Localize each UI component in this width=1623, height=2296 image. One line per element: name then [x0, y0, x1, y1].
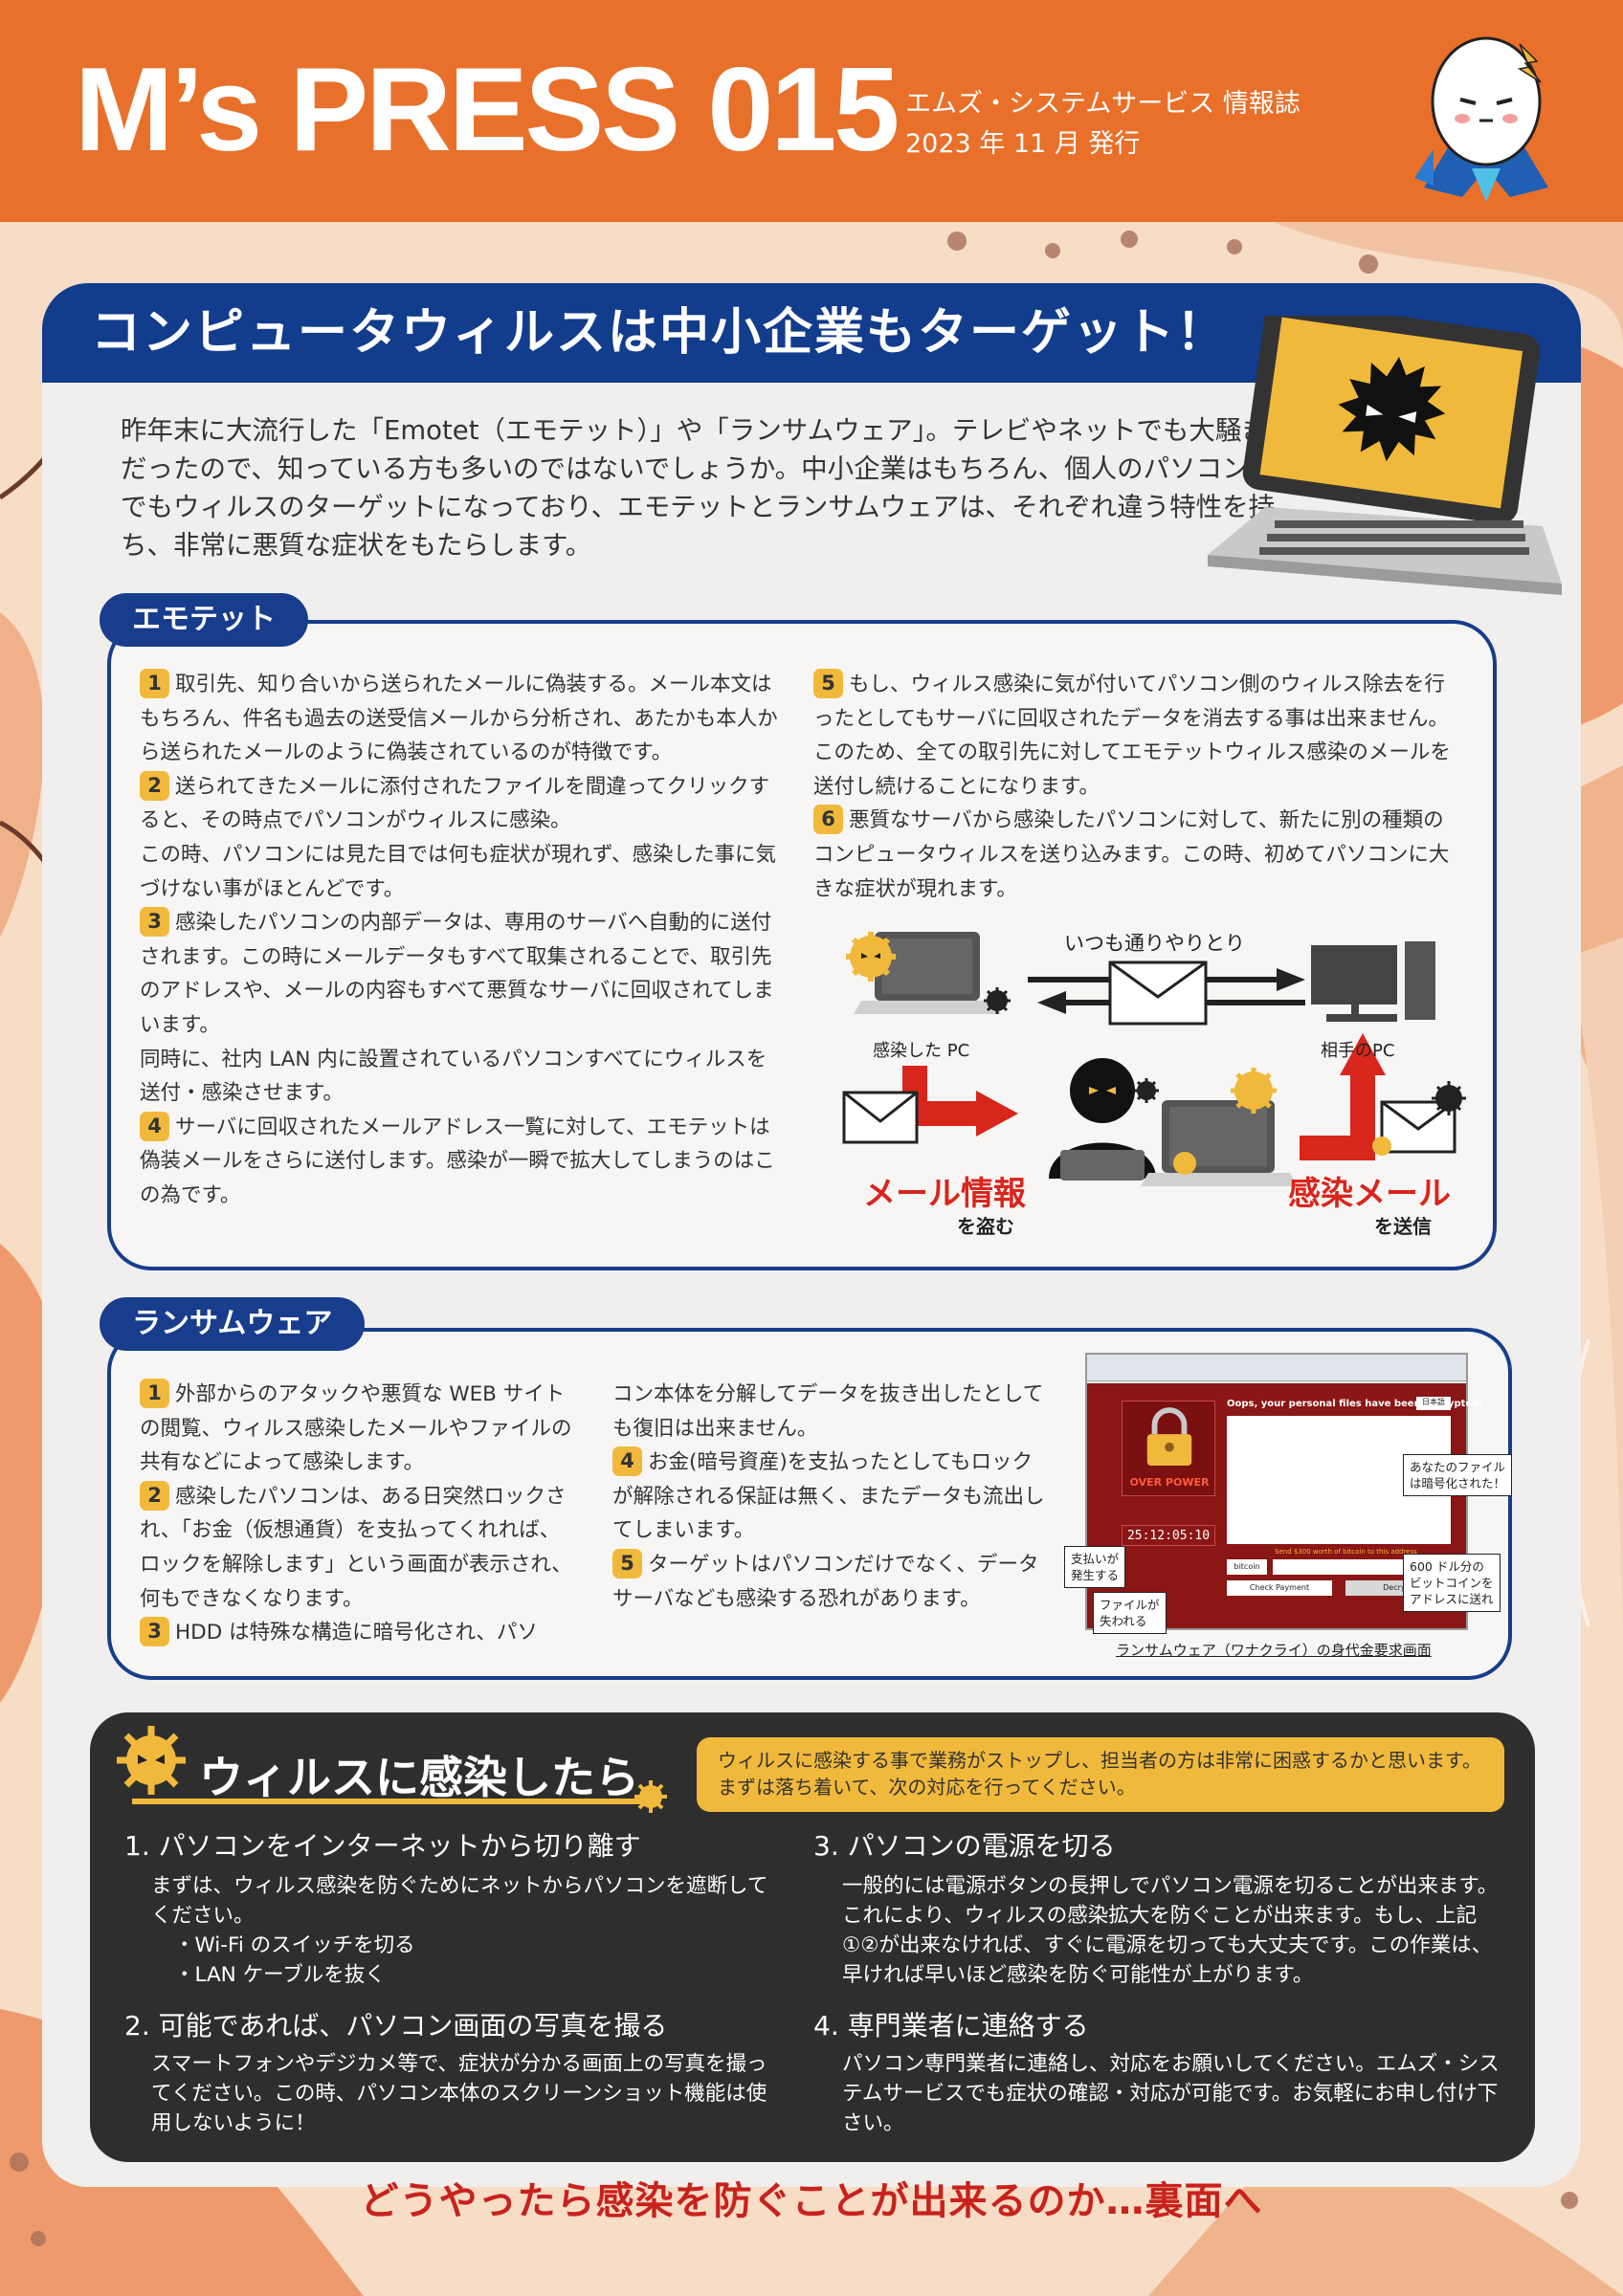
step-1-heading: 1. パソコンをインターネットから切り離す — [124, 1830, 641, 1862]
emotet-item-2-note: この時、パソコンには見た目では何も症状が現れず、感染した事に気づけない事がほとん… — [140, 842, 776, 901]
ransom-timer: 25:12:05:10 — [1122, 1525, 1215, 1546]
publisher-line: エムズ・システムサービス 情報誌 — [905, 89, 1301, 119]
virus-icon — [117, 1726, 186, 1795]
intro-text: 昨年末に大流行した「Emotet（エモテット）」や「ランサムウェア」。テレビやネ… — [121, 415, 1276, 561]
normal-exchange-label: いつも通りやりとり — [1064, 932, 1245, 955]
masthead: M’s PRESS 015 エムズ・システムサービス 情報誌 2023 年 11… — [0, 0, 1623, 222]
item-number-badge: 6 — [813, 805, 843, 835]
ransom-headline: Oops, your personal files have been encr… — [1227, 1399, 1483, 1409]
emotet-illustration — [842, 932, 1466, 1186]
item-number-badge: 5 — [813, 669, 843, 698]
item-number-badge: 1 — [140, 1379, 169, 1408]
masthead-title: M’s PRESS 015 — [75, 44, 900, 176]
virus-icon — [846, 932, 896, 982]
item-number-badge: 3 — [140, 1617, 169, 1647]
partner-pc-icon — [1311, 941, 1435, 1022]
callout-encrypted: あなたのファイル は暗号化された！ — [1403, 1454, 1513, 1496]
browser-toolbar — [1087, 1355, 1466, 1381]
masthead-subtitle: エムズ・システムサービス 情報誌 2023 年 11 月 発行 — [905, 84, 1301, 165]
item-number-badge: 1 — [140, 669, 169, 698]
check-payment-button[interactable]: Check Payment — [1227, 1580, 1332, 1596]
item-number-badge: 5 — [612, 1548, 642, 1578]
bitcoin-badge: bitcoin — [1227, 1559, 1267, 1575]
send-infected-title: 感染メール — [1288, 1175, 1451, 1213]
step-2-heading: 2. 可能であれば、パソコン画面の写真を撮る — [124, 2010, 668, 2042]
ransom-screen-caption: ランサムウェア（ワナクライ）の身代金要求画面 — [1116, 1642, 1432, 1659]
bitcoin-send-label: Send $300 worth of bitcoin to this addre… — [1275, 1548, 1417, 1556]
envelope-icon — [1108, 960, 1208, 1026]
item-number-badge: 2 — [140, 770, 169, 801]
steal-info-title: メール情報 — [863, 1175, 1026, 1213]
title-underline — [132, 1799, 649, 1804]
infected-title: ウィルスに感染したら — [199, 1752, 639, 1803]
red-arrow-icon — [1300, 1071, 1375, 1160]
infected-pc-icon — [854, 932, 1001, 1014]
emotet-item-3-note: 同時に、社内 LAN 内に設置されているパソコンすべてにウィルスを送付・感染させ… — [140, 1047, 767, 1106]
partner-pc-label: 相手のPC — [1321, 1041, 1395, 1061]
footer-continue: どうやったら感染を防ぐことが出来るのか…裏面へ — [360, 2179, 1263, 2223]
virus-icon — [1231, 1068, 1277, 1114]
item-number-badge: 2 — [140, 1480, 169, 1511]
infected-pc-label: 感染した PC — [873, 1041, 970, 1061]
envelope-icon — [1380, 1100, 1456, 1154]
ransomware-item-3-cont: コン本体を分解してデータを抜き出したとしても復旧は出来ません。 — [612, 1382, 1044, 1441]
callout-files-lost: ファイルが 失われる — [1093, 1592, 1167, 1634]
red-arrow-icon — [902, 1066, 980, 1126]
step-3-heading: 3. パソコンの電源を切る — [813, 1830, 1116, 1862]
envelope-icon — [842, 1091, 919, 1144]
virus-icon — [1173, 1152, 1196, 1175]
virus-icon — [984, 987, 1011, 1014]
lock-panel: OVER POWER — [1122, 1401, 1215, 1496]
step-1-bullet-lan: ・LAN ケーブルを抜く — [174, 1963, 386, 1987]
issue-date: 2023 年 11 月 発行 — [905, 129, 1141, 159]
send-infected-sub: を送信 — [1374, 1215, 1432, 1238]
hacker-icon — [1049, 1058, 1156, 1181]
ransomware-tab: ランサムウェア — [100, 1297, 366, 1351]
steal-info-sub: を盗む — [957, 1215, 1014, 1238]
virus-icon — [1134, 1078, 1159, 1103]
step-4-body: パソコン専門業者に連絡し、対応をお願いしてください。エムズ・システムサービスでも… — [842, 2052, 1500, 2135]
step-1-bullet-wifi: ・Wi-Fi のスイッチを切る — [174, 1933, 415, 1957]
virus-icon — [1372, 1137, 1391, 1156]
over-power-text: OVER POWER — [1129, 1476, 1210, 1489]
item-number-badge: 3 — [140, 907, 169, 938]
language-select[interactable]: 日本語 — [1416, 1397, 1451, 1410]
step-2-body: スマートフォンやデジカメ等で、症状が分かる画面上の写真を撮ってください。この時、… — [151, 2052, 767, 2135]
item-number-badge: 4 — [140, 1111, 169, 1141]
callout-bitcoin: 600 ドル分の ビットコインを アドレスに送れ — [1403, 1554, 1501, 1612]
step-3-body: 一般的には電源ボタンの長押しでパソコン電源を切ることが出来ます。これにより、ウィ… — [842, 1874, 1499, 1987]
callout-deadline: 支払いが 発生する — [1064, 1546, 1126, 1588]
padlock-icon — [1146, 1407, 1192, 1466]
infected-notice: ウィルスに感染する事で業務がストップし、担当者の方は非常に困惑するかと思います。… — [697, 1737, 1504, 1812]
emotet-tab: エモテット — [100, 593, 308, 647]
step-1-body: まずは、ウィルス感染を防ぐためにネットからパソコンを遮断してください。 ・Wi-… — [151, 1871, 773, 1990]
laptop-icon — [1141, 1100, 1298, 1186]
step-4-heading: 4. 専門業者に連絡する — [813, 2010, 1089, 2042]
virus-icon — [1432, 1081, 1466, 1115]
item-number-badge: 4 — [612, 1446, 642, 1477]
hero-title: コンピュータウィルスは中小企業もターゲット！ — [90, 304, 1228, 362]
egg-mascot-icon — [1414, 36, 1548, 202]
infected-laptop-icon — [1208, 316, 1562, 595]
